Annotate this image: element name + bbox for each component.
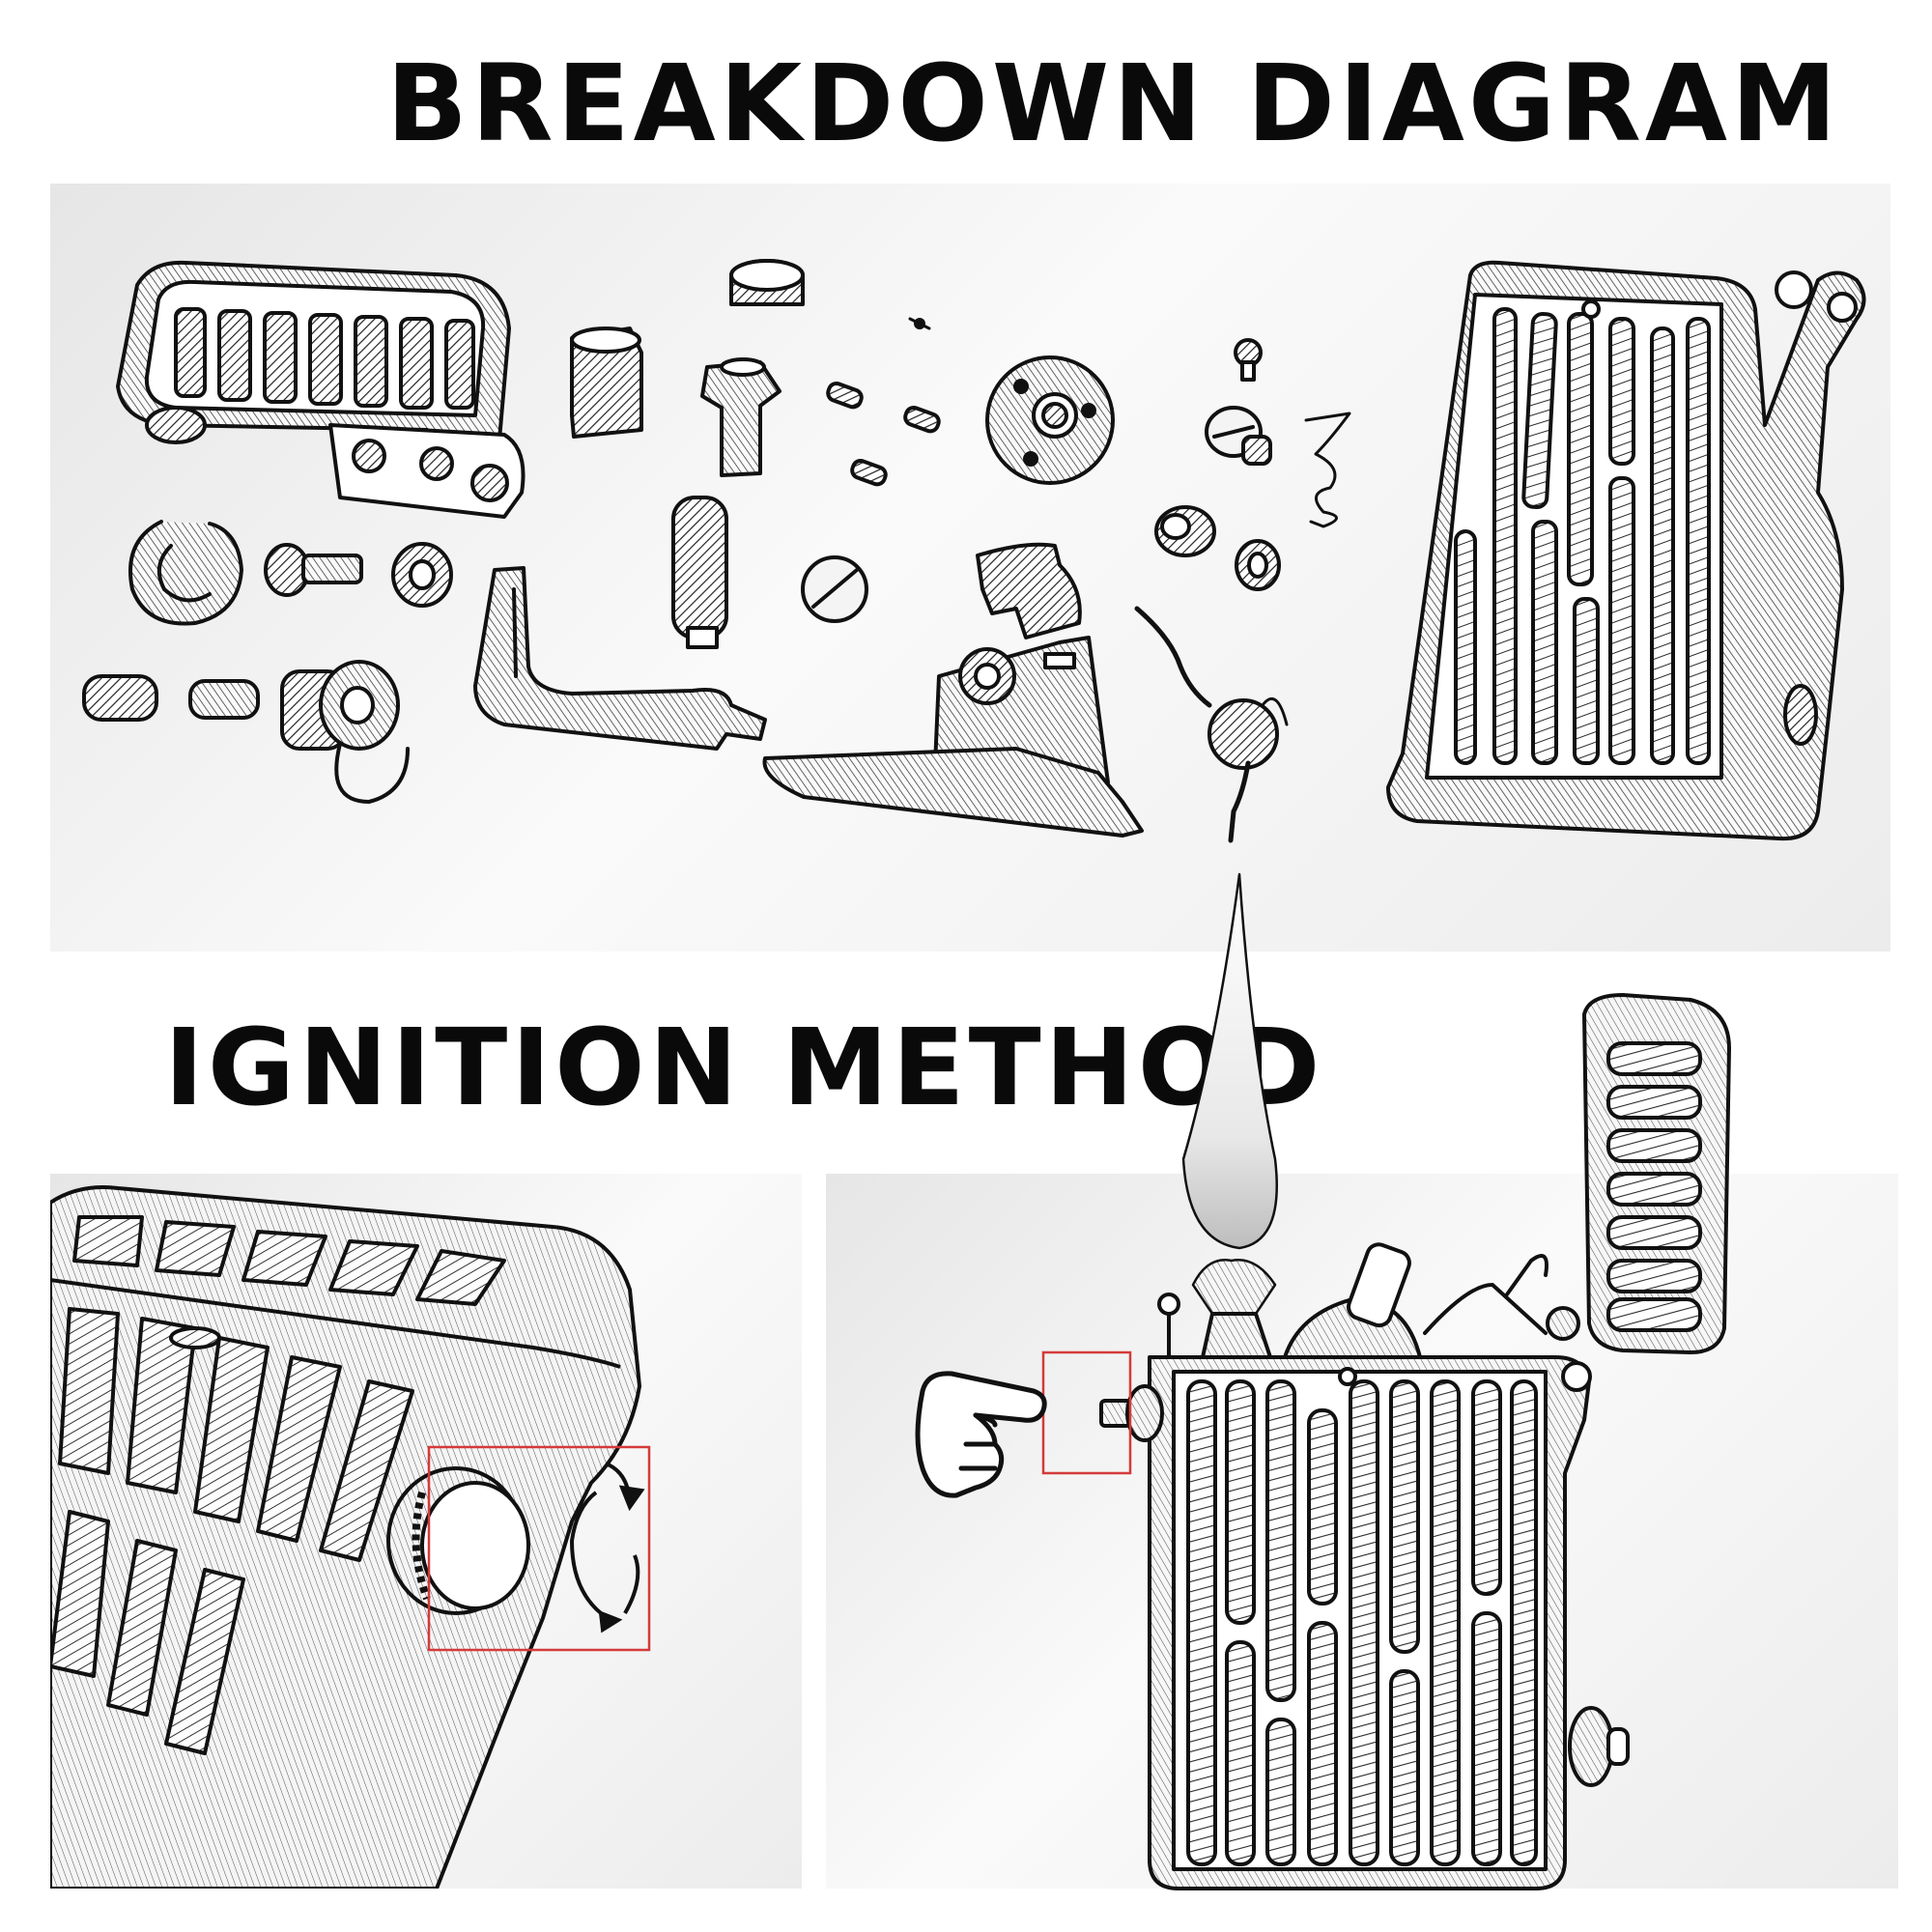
breakdown-diagram-title: BREAKDOWN DIAGRAM bbox=[386, 42, 1841, 165]
nozzle-part bbox=[700, 357, 781, 477]
lighter-case-part bbox=[1386, 260, 1866, 841]
rotate-arrows-icon bbox=[569, 1462, 645, 1634]
cap-part bbox=[729, 259, 805, 306]
chimney-insert-part bbox=[762, 542, 1144, 838]
slotted-screw-part bbox=[801, 555, 868, 623]
tiny-spring-parts bbox=[826, 317, 941, 487]
ignition-method-title: IGNITION METHOD bbox=[164, 1006, 1324, 1129]
l-lever-part bbox=[473, 566, 767, 751]
valve-ring-part bbox=[280, 660, 410, 804]
small-cylinder-parts bbox=[82, 674, 260, 722]
lid-part bbox=[116, 260, 526, 519]
flint-wheel-part bbox=[985, 355, 1115, 485]
wick-part bbox=[1134, 606, 1289, 843]
gas-tube-part bbox=[570, 327, 643, 439]
lighter-ignition-panel bbox=[826, 1174, 1898, 1889]
small-pin-parts bbox=[1154, 338, 1351, 591]
breakdown-diagram-panel bbox=[50, 184, 1890, 952]
c-clip-part bbox=[128, 520, 243, 626]
exploded-parts-illustration bbox=[82, 259, 1866, 843]
nut-part bbox=[391, 542, 453, 608]
long-cylinder-part bbox=[671, 496, 728, 649]
knob-closeup-panel bbox=[50, 1174, 802, 1889]
screw-part bbox=[264, 543, 363, 597]
knob-closeup-illustration bbox=[50, 1185, 651, 1889]
knob-highlight-box bbox=[427, 1445, 651, 1652]
